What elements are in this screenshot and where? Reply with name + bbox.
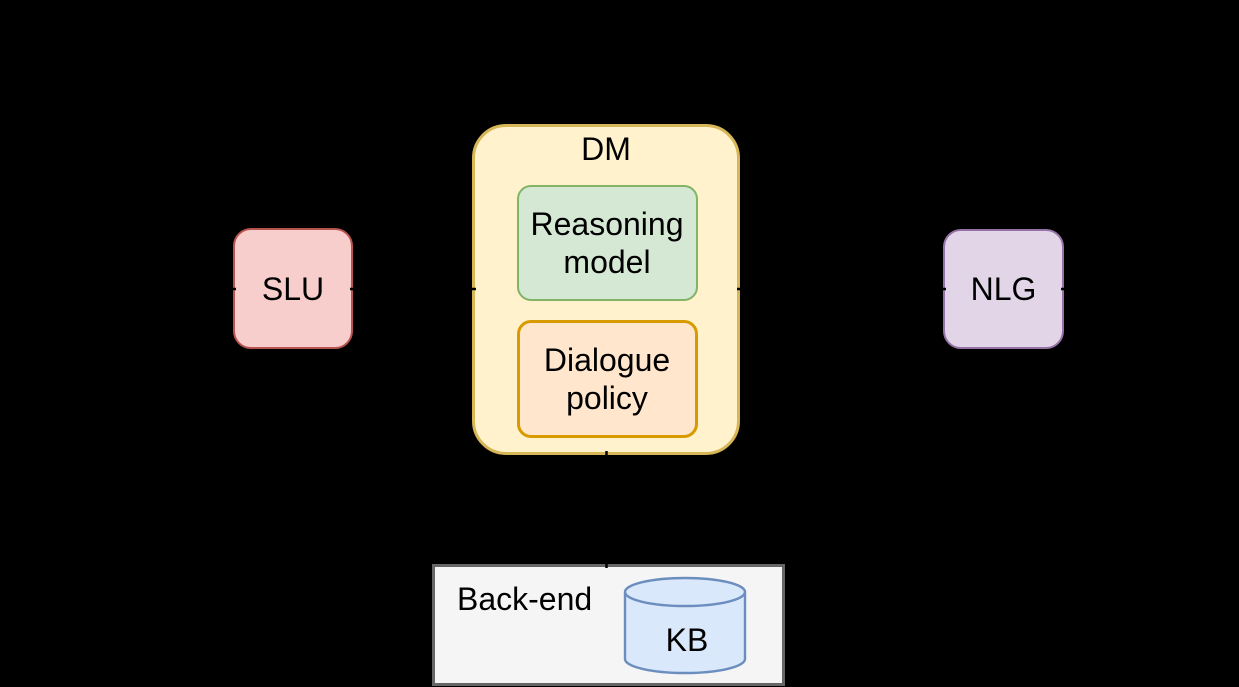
nlg-label: NLG [970, 271, 1037, 307]
dm-label: DM [581, 131, 631, 167]
backend-label: Back-end [457, 581, 593, 617]
slu-label: SLU [261, 270, 325, 307]
node-backend: Back-end [432, 564, 785, 686]
node-dm: DM Reasoning model Dialogue policy [472, 124, 740, 455]
reasoning-model-label: Reasoning model [530, 205, 684, 280]
node-reasoning-model: Reasoning model [516, 184, 698, 301]
dialogue-policy-label: Dialogue policy [543, 341, 671, 416]
node-slu: SLU [233, 228, 353, 349]
node-nlg: NLG [943, 229, 1064, 349]
node-dialogue-policy: Dialogue policy [516, 319, 698, 438]
